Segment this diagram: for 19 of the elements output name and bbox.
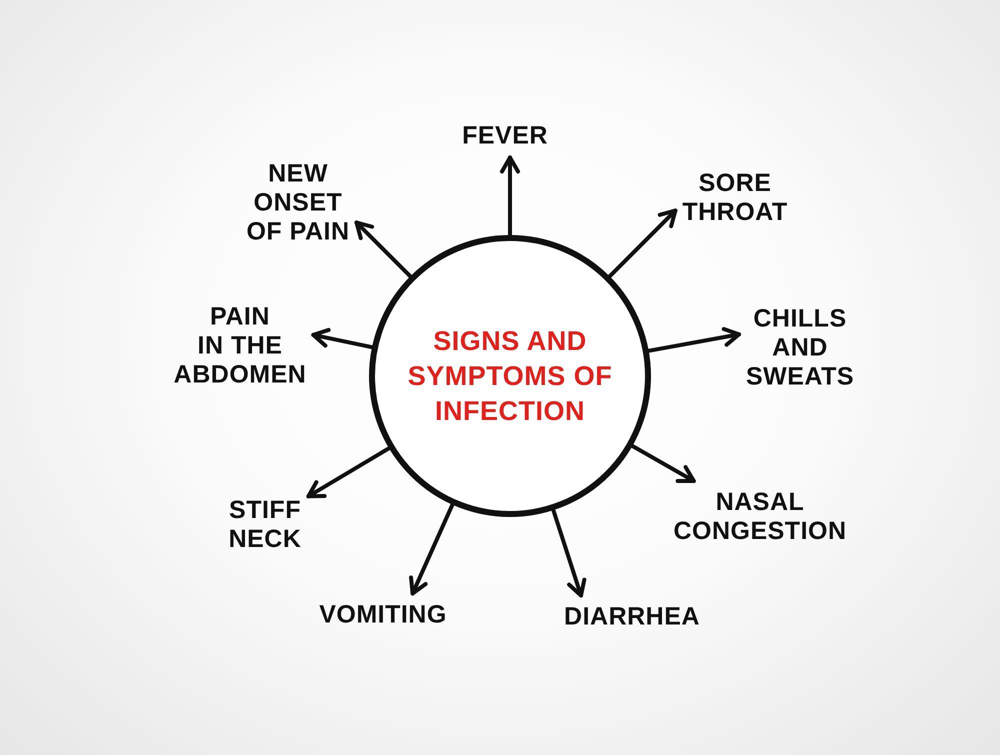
symptom-label: NASAL CONGESTION [673, 488, 847, 546]
symptom-label: FEVER [462, 122, 548, 150]
symptom-label: SORE THROAT [682, 169, 788, 227]
symptom-label: PAIN IN THE ABDOMEN [174, 302, 306, 390]
central-topic-text: SIGNS AND SYMPTOMS OF INFECTION [408, 324, 612, 428]
arrow [551, 508, 586, 598]
arrow [306, 446, 391, 498]
symptom-label: NEW ONSET OF PAIN [246, 160, 350, 246]
arrow [500, 156, 520, 237]
symptom-label: VOMITING [319, 600, 447, 630]
arrow [608, 208, 678, 278]
arrow [409, 502, 454, 596]
arrow [311, 328, 374, 350]
symptom-label: STIFF NECK [228, 496, 302, 554]
symptom-label: CHILLS AND SWEATS [746, 304, 854, 392]
symptom-label: DIARRHEA [564, 602, 700, 632]
arrow [646, 327, 741, 353]
arrow [630, 444, 696, 484]
arrow [354, 220, 412, 278]
